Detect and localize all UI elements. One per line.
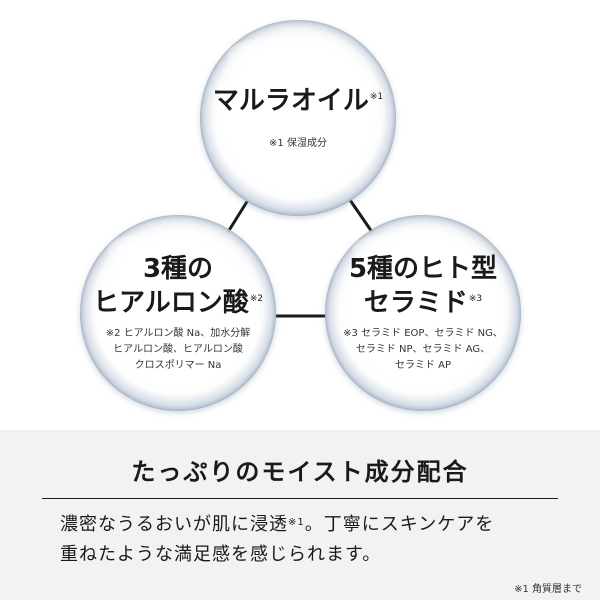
description-panel: たっぷりのモイスト成分配合 濃密なうるおいが肌に浸透※1。丁寧にスキンケアを 重… [0, 430, 600, 600]
bubble-note-line: ヒアルロン酸、ヒアルロン酸 [113, 344, 243, 355]
footnote: ※1 角質層まで [514, 584, 582, 595]
body-text-segment: 濃密なうるおいが肌に浸透 [60, 514, 288, 535]
connector-lines [226, 199, 374, 318]
bubble-marula-oil: マルラオイル※1 ※1 保湿成分 [200, 20, 396, 216]
bubble-note-line: ※3 セラミド EOP、セラミド NG、 [343, 328, 503, 339]
bubble-title-line: 5種のヒト型 [348, 254, 498, 284]
footnote-mark: ※1 [369, 92, 384, 102]
bubble-title: 3種の ヒアルロン酸※2 [93, 252, 263, 320]
body-line-2: 重ねたような満足感を感じられます。 [60, 544, 382, 565]
headline: たっぷりのモイスト成分配合 [131, 458, 469, 486]
connector-left [226, 199, 250, 233]
bubble-note-line: セラミド NP、セラミド AG、 [355, 344, 491, 355]
bubble-title: マルラオイル※1 [213, 84, 383, 118]
bubble-note: ※1 保湿成分 [269, 136, 327, 152]
footnote-mark: ※3 [468, 294, 483, 304]
body-text: 濃密なうるおいが肌に浸透※1。丁寧にスキンケアを 重ねたような満足感を感じられま… [60, 510, 560, 570]
body-line-1: 濃密なうるおいが肌に浸透※1。丁寧にスキンケアを [60, 510, 560, 540]
bubble-hyaluronic-acid: 3種の ヒアルロン酸※2 ※2 ヒアルロン酸 Na、加水分解 ヒアルロン酸、ヒア… [80, 215, 276, 411]
connector-right [348, 199, 374, 233]
footnote-mark: ※2 [249, 294, 264, 304]
bubble-note-line: ※2 ヒアルロン酸 Na、加水分解 [105, 328, 251, 339]
bubble-note-line: セラミド AP [394, 360, 452, 371]
body-text-segment: 。丁寧にスキンケアを [304, 514, 495, 535]
bubble-title-line: マルラオイル [212, 86, 369, 116]
bubble-title: 5種のヒト型 セラミド※3 [349, 252, 497, 320]
bubble-title-line: ヒアルロン酸 [92, 288, 249, 318]
bubble-note: ※2 ヒアルロン酸 Na、加水分解 ヒアルロン酸、ヒアルロン酸 クロスポリマー … [106, 326, 251, 374]
ingredients-diagram: マルラオイル※1 ※1 保湿成分 3種の ヒアルロン酸※2 ※2 ヒアルロン酸 … [80, 20, 521, 411]
bubble-note-line: ※1 保湿成分 [269, 138, 327, 149]
bubble-note-line: クロスポリマー Na [134, 360, 222, 371]
bubble-ceramide: 5種のヒト型 セラミド※3 ※3 セラミド EOP、セラミド NG、 セラミド … [325, 215, 521, 411]
bubble-title-line: セラミド [363, 288, 468, 318]
footnote-mark: ※1 [288, 517, 305, 528]
bubble-note: ※3 セラミド EOP、セラミド NG、 セラミド NP、セラミド AG、 セラ… [343, 326, 503, 374]
divider [42, 498, 558, 499]
bubble-title-line: 3種の [142, 254, 214, 284]
